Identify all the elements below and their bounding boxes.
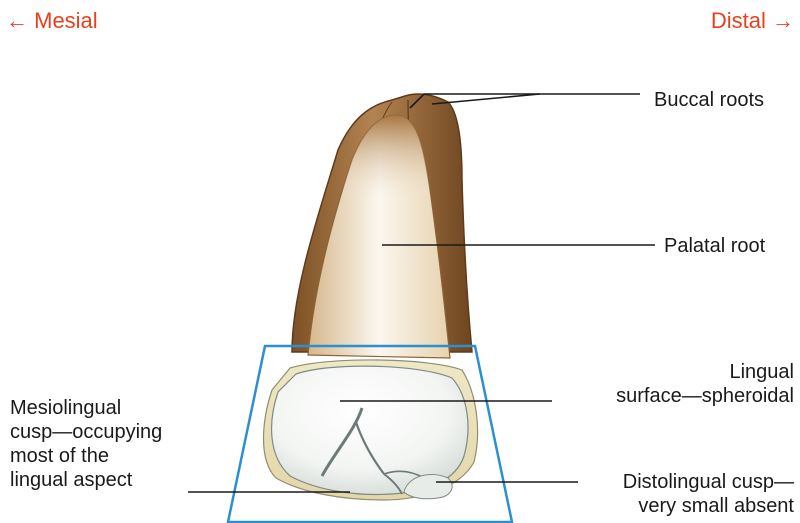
distolingual-line-2: very small absent <box>623 494 794 518</box>
lingual-surface-line-1: Lingual <box>616 360 794 384</box>
mesiolingual-line-2: cusp—occupying <box>10 420 162 444</box>
mesiolingual-line-1: Mesiolingual <box>10 396 162 420</box>
palatal-root-label: Palatal root <box>664 234 765 258</box>
mesiolingual-cusp-label: Mesiolingual cusp—occupying most of the … <box>10 396 162 492</box>
lingual-surface-line-2: surface—spheroidal <box>616 384 794 408</box>
distolingual-cusp-label: Distolingual cusp— very small absent <box>623 470 794 518</box>
mesiolingual-line-3: most of the <box>10 444 162 468</box>
mesiolingual-line-4: lingual aspect <box>10 468 162 492</box>
lingual-surface-label: Lingual surface—spheroidal <box>616 360 794 408</box>
buccal-roots-label: Buccal roots <box>654 88 764 112</box>
distolingual-line-1: Distolingual cusp— <box>623 470 794 494</box>
